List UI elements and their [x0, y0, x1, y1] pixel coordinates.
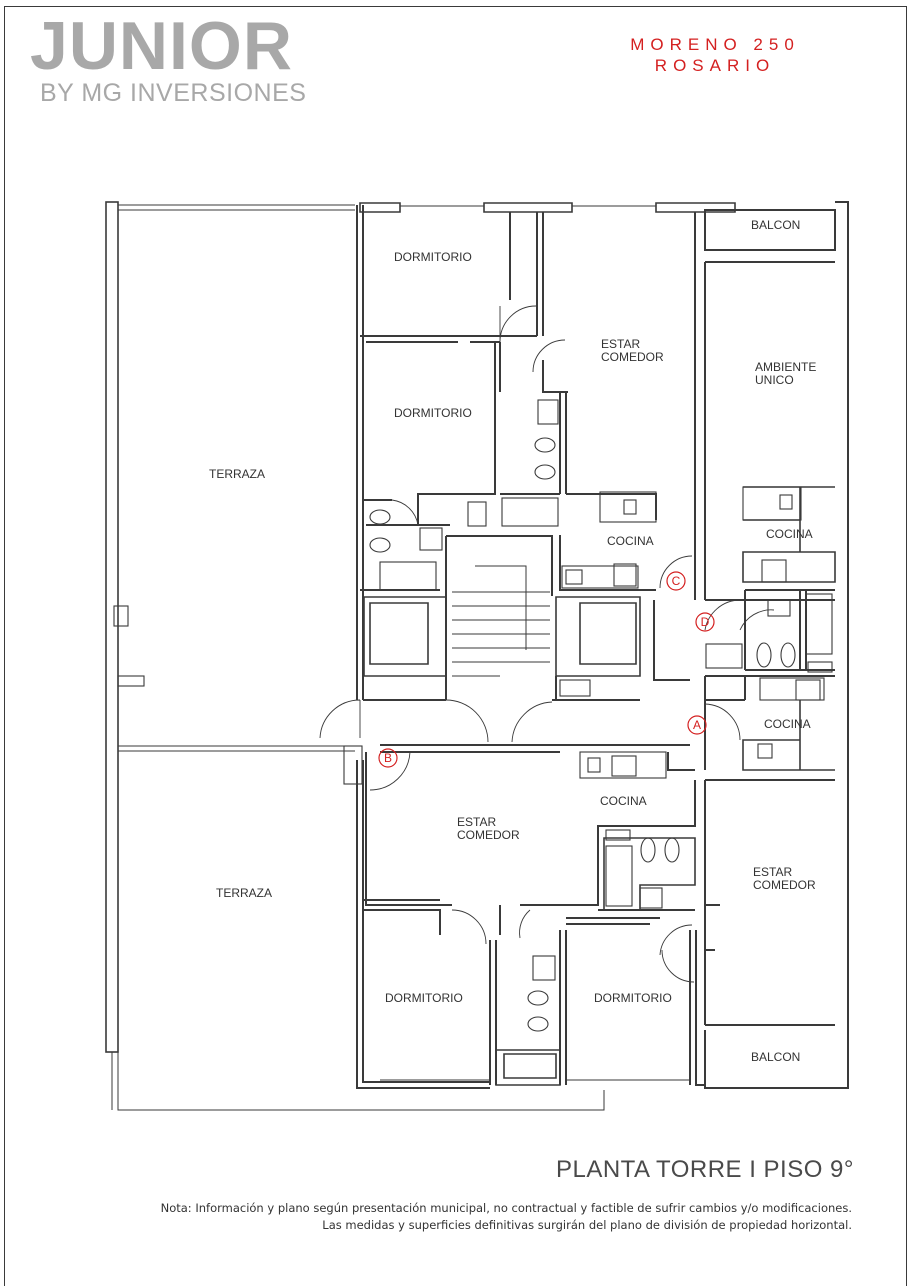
- room-label-cocina-a: COCINA: [764, 717, 811, 731]
- room-label-cocina-b: COCINA: [600, 794, 647, 808]
- room-label-estar-comedor-a-2: COMEDOR: [753, 878, 816, 892]
- unit-marker-b: B: [378, 748, 398, 768]
- room-label-estar-comedor-c-2: COMEDOR: [601, 350, 664, 364]
- unit-marker-b-label: B: [384, 751, 392, 765]
- plan-title: PLANTA TORRE I PISO 9°: [555, 1156, 854, 1183]
- unit-marker-a: A: [687, 715, 707, 735]
- unit-marker-d-label: D: [701, 615, 710, 629]
- room-label-cocina-c: COCINA: [607, 534, 654, 548]
- room-label-dormitorio-4: DORMITORIO: [594, 991, 672, 1005]
- room-label-dormitorio-2: DORMITORIO: [394, 406, 472, 420]
- room-label-estar-comedor-c-1: ESTAR: [601, 337, 640, 351]
- room-label-estar-comedor-b-1: ESTAR: [457, 815, 496, 829]
- plan-fixtures: [113, 399, 833, 1032]
- unit-marker-a-label: A: [693, 718, 701, 732]
- brand-subtitle: BY MG INVERSIONES: [40, 79, 307, 107]
- plan-doors: [319, 305, 775, 983]
- unit-marker-c: C: [666, 571, 686, 591]
- room-label-terraza-top: TERRAZA: [209, 467, 265, 481]
- room-label-balcon-bottom: BALCON: [751, 1050, 800, 1064]
- room-label-estar-comedor-b-2: COMEDOR: [457, 828, 520, 842]
- room-label-terraza-bottom: TERRAZA: [216, 886, 272, 900]
- address-city: ROSARIO: [654, 56, 776, 75]
- disclaimer-line-1: Nota: Información y plano según presenta…: [160, 1201, 852, 1215]
- room-label-dormitorio-1: DORMITORIO: [394, 250, 472, 264]
- room-label-dormitorio-3: DORMITORIO: [385, 991, 463, 1005]
- disclaimer-note: Nota: Información y plano según presenta…: [161, 1200, 852, 1234]
- brand-logo: JUNIOR BY MG INVERSIONES: [30, 12, 306, 106]
- plan-walls: [105, 201, 849, 1111]
- address: MORENO 250 ROSARIO: [580, 34, 850, 76]
- room-label-ambiente-unico-2: UNICO: [755, 373, 794, 387]
- room-label-estar-comedor-a-1: ESTAR: [753, 865, 792, 879]
- unit-marker-c-label: C: [672, 574, 681, 588]
- disclaimer-line-2: Las medidas y superficies definitivas su…: [322, 1218, 852, 1232]
- address-street: MORENO 250: [630, 35, 800, 54]
- room-label-cocina-d: COCINA: [766, 527, 813, 541]
- unit-marker-d: D: [695, 612, 715, 632]
- room-label-balcon-top: BALCON: [751, 218, 800, 232]
- room-label-ambiente-unico-1: AMBIENTE: [755, 360, 816, 374]
- brand-name: JUNIOR: [30, 8, 293, 84]
- page-frame: [4, 6, 907, 1286]
